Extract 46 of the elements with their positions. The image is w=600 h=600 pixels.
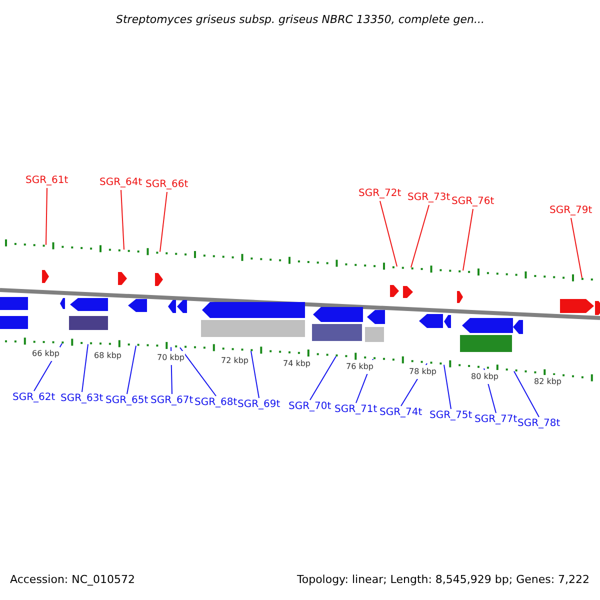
- gene-label: SGR_76t: [452, 195, 494, 209]
- scale-label: 82 kbp: [534, 375, 562, 389]
- scale-label: 70 kbp: [157, 351, 185, 365]
- gene-label: SGR_64t: [100, 176, 142, 190]
- gene-label: SGR_77t: [474, 413, 518, 427]
- gene-label: SGR_67t: [150, 394, 194, 408]
- gene-label: SGR_66t: [146, 178, 188, 192]
- leader-line: [444, 364, 452, 410]
- scale-label: 78 kbp: [409, 365, 437, 379]
- leader-line: [250, 350, 260, 398]
- leader-line: [126, 345, 136, 394]
- gene-label: SGR_74t: [380, 406, 422, 420]
- leader-line: [310, 356, 336, 400]
- gene-label: SGR_62t: [12, 391, 56, 405]
- leader-line: [120, 190, 124, 250]
- scale-label: 80 kbp: [471, 370, 499, 384]
- genome-info-text: Topology: linear; Length: 8,545,929 bp; Genes: 7,222: [297, 573, 590, 587]
- scale-label: 74 kbp: [283, 357, 311, 371]
- gene-label: SGR_78t: [518, 417, 560, 431]
- title: Streptomyces griseus subsp. griseus NBRC 13350, complete gen...: [116, 13, 484, 27]
- gene-label: SGR_61t: [26, 174, 68, 188]
- gene-label: SGR_69t: [238, 398, 280, 412]
- leader-line: [410, 204, 430, 268]
- scale-label: 66 kbp: [32, 347, 60, 361]
- gene-label: SGR_65t: [106, 394, 148, 408]
- leader-line: [82, 344, 88, 392]
- gene-label: SGR_68t: [194, 396, 238, 410]
- scale-label: 72 kbp: [221, 354, 249, 368]
- leader-line: [514, 370, 540, 418]
- gene-label: SGR_70t: [288, 400, 332, 414]
- gene-label: SGR_79t: [550, 204, 592, 218]
- gene-label: SGR_75t: [430, 409, 472, 423]
- scale-label: 68 kbp: [94, 349, 122, 363]
- gene-label: SGR_63t: [60, 392, 104, 406]
- gene-label: SGR_73t: [408, 191, 450, 205]
- scale-ruler: [5, 239, 593, 282]
- leader-line: [160, 192, 168, 252]
- leader-line: [46, 188, 48, 246]
- gene-label: SGR_72t: [358, 187, 402, 201]
- accession-text: Accession: NC_010572: [10, 573, 136, 587]
- leader-line: [570, 218, 582, 278]
- leader-line: [180, 347, 216, 396]
- gene-label: SGR_71t: [334, 403, 378, 417]
- scale-label: 76 kbp: [346, 360, 374, 374]
- leader-line: [462, 208, 474, 272]
- leader-line: [380, 200, 398, 267]
